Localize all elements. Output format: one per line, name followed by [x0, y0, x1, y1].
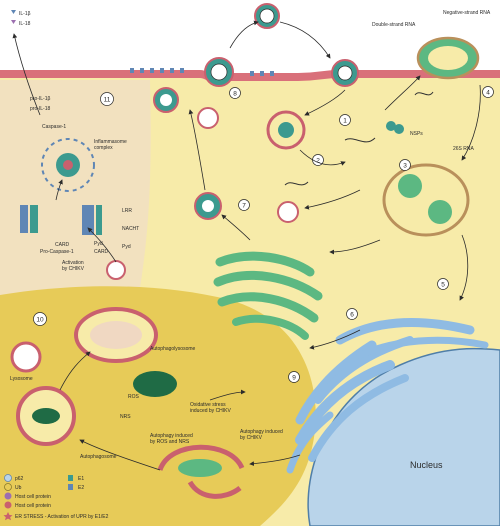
rna26s-label: 26S RNA — [453, 146, 475, 152]
autophagolysosome-label: Autophagolysosome — [150, 346, 196, 352]
nsrna-label: Negative-strand RNA — [443, 10, 491, 16]
virion-extracellular — [254, 3, 280, 29]
svg-text:5: 5 — [441, 282, 445, 289]
svg-text:Host cell protein: Host cell protein — [15, 503, 51, 509]
step-number-11: 11 — [100, 92, 114, 106]
svg-text:Host cell protein: Host cell protein — [15, 494, 51, 500]
nlrp3-protein — [82, 205, 102, 235]
legend-p62: p62 — [4, 474, 24, 482]
spike-proteins — [130, 68, 274, 76]
endosome — [266, 110, 306, 150]
legend-host-protein-b: Host cell protein — [4, 501, 51, 509]
card-left-label: CARD — [55, 242, 70, 248]
svg-text:7: 7 — [242, 203, 246, 210]
replication-spherule-top: Double-strand RNA Negative-strand RNA — [372, 10, 491, 80]
svg-text:p62: p62 — [15, 476, 24, 482]
step-number-10: 10 — [33, 312, 47, 326]
plasma-membrane — [0, 70, 500, 81]
svg-text:E2: E2 — [78, 485, 84, 491]
golgi-apparatus — [213, 251, 323, 340]
step-number-3: 3 — [399, 159, 411, 171]
step-number-7: 7 — [238, 199, 250, 211]
virion-budding — [204, 57, 234, 87]
svg-text:2: 2 — [316, 158, 320, 165]
inflammasome-pathway: IL-1β IL-18 pro-IL-1β pro-IL-18 Caspase-… — [11, 10, 139, 280]
autophagolysosome — [74, 307, 158, 363]
step-number-9: 9 — [288, 371, 300, 383]
lysosome-label: Lysosome — [10, 376, 33, 382]
step-number-1: 1 — [339, 114, 351, 126]
lysosome — [10, 341, 42, 373]
autophagosome-label: Autophagosome — [80, 454, 117, 460]
pyd-bottom-label: Pyd — [122, 244, 131, 250]
virion-mature-2 — [153, 87, 179, 113]
nucleocapsid-2 — [277, 201, 299, 223]
autophagosome — [16, 386, 76, 446]
il18-icon — [11, 20, 16, 24]
caspase1-label: Caspase-1 — [42, 124, 66, 130]
pathway-arrows — [12, 20, 481, 471]
nucleus-label: Nucleus — [410, 460, 443, 470]
step-number-6: 6 — [346, 308, 358, 320]
inflammasome-complex — [41, 138, 95, 192]
nacht-label: NACHT — [122, 226, 139, 232]
legend-er-stress: ER STRESS - Activation of UPR by E1/E2 — [3, 512, 109, 521]
legend-host-protein-a: Host cell protein — [4, 492, 51, 500]
dsrna-label: Double-strand RNA — [372, 22, 416, 28]
svg-text:Ub: Ub — [15, 485, 22, 491]
nsps-label: NSPs — [410, 131, 423, 137]
svg-text:3: 3 — [403, 163, 407, 170]
phagophore-1 — [157, 444, 245, 477]
autophagy-pathway: Autophagolysosome Lysosome ROS NRS Oxida… — [10, 307, 283, 499]
virion-activating — [106, 260, 126, 280]
pro-caspase1-protein — [20, 205, 38, 233]
pro-il1b-label: pro-IL-1β — [30, 96, 51, 102]
mitochondrion — [133, 371, 177, 397]
rna-strands — [284, 91, 434, 186]
lrr-label: LRR — [122, 208, 132, 214]
il1b-label: IL-1β — [19, 11, 31, 17]
step-number-2: 2 — [312, 154, 324, 166]
step-number-5: 5 — [437, 278, 449, 290]
step-number-8: 8 — [229, 87, 241, 99]
legend-ub: Ub — [4, 483, 22, 491]
svg-text:8: 8 — [233, 91, 237, 98]
svg-text:6: 6 — [350, 312, 354, 319]
legend-e2: E2 — [68, 484, 84, 491]
pro-caspase1-label: Pro-Caspase-1 — [40, 249, 74, 255]
step-number-4: 4 — [482, 86, 494, 98]
svg-text:ER STRESS - Activation of UPR: ER STRESS - Activation of UPR by E1/E2 — [15, 514, 109, 520]
ros-label: ROS — [128, 394, 140, 400]
card-right-label: CARD — [94, 249, 109, 255]
endoplasmic-reticulum — [286, 318, 489, 474]
il18-label: IL-18 — [19, 21, 31, 27]
nrs-label: NRS — [120, 414, 131, 420]
svg-text:4: 4 — [486, 90, 490, 97]
pro-il18-label: pro-IL-18 — [30, 106, 51, 112]
svg-text:1: 1 — [343, 118, 347, 125]
virion-mature-1 — [194, 192, 222, 220]
phagophore-2 — [187, 480, 242, 499]
replication-spherule-large: 26S RNA — [382, 146, 475, 237]
nucleocapsid-1 — [197, 107, 219, 129]
svg-text:10: 10 — [36, 317, 44, 324]
pyd-top-label: Pyd — [94, 241, 103, 247]
il1b-icon — [11, 10, 16, 14]
legend-e1: E1 — [68, 475, 84, 482]
virion-attaching — [331, 59, 359, 87]
svg-text:11: 11 — [104, 97, 111, 104]
legend: p62 Ub Host cell protein Host cell prote… — [3, 474, 109, 521]
nsp-cluster: NSPs — [386, 121, 423, 137]
svg-text:E1: E1 — [78, 476, 84, 482]
svg-text:9: 9 — [292, 375, 296, 382]
extracellular-space — [0, 0, 500, 80]
